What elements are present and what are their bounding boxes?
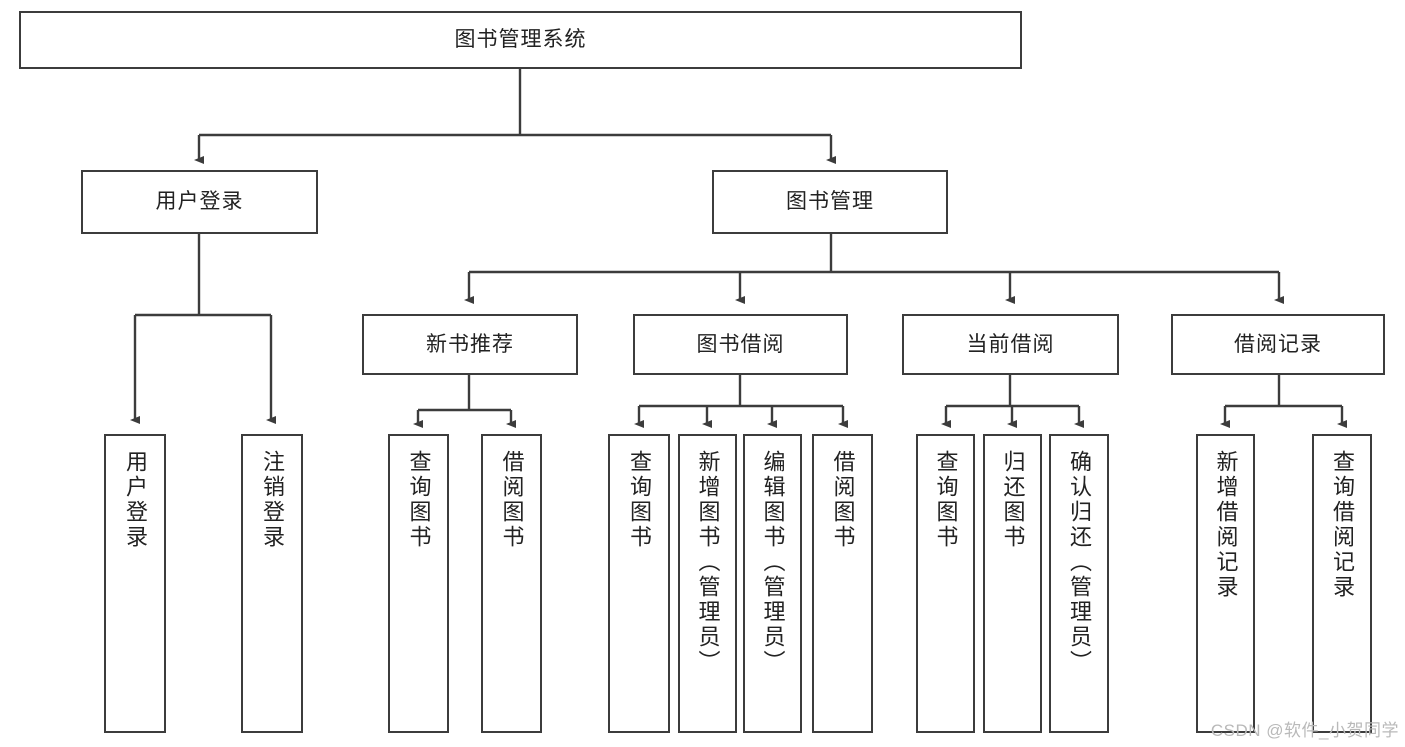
node-label: 借阅记录 [1234,332,1322,356]
node-label: 借阅图书 [830,450,856,550]
leaf-user-login-logout[interactable]: 注销登录 [241,434,303,733]
node-user-login[interactable]: 用户登录 [81,170,318,234]
leaf-borrow-borrow-book[interactable]: 借阅图书 [812,434,873,733]
leaf-record-query-record[interactable]: 查询借阅记录 [1312,434,1372,733]
node-label: 编辑图书（管理员） [760,450,786,675]
node-label: 查询图书 [933,450,959,550]
node-label: 新书推荐 [426,332,514,356]
leaf-borrow-add-book-admin[interactable]: 新增图书（管理员） [678,434,737,733]
node-label: 图书管理 [786,190,874,214]
node-book-management[interactable]: 图书管理 [712,170,948,234]
node-label: 查询图书 [627,450,652,550]
leaf-user-login-login[interactable]: 用户登录 [104,434,166,733]
leaf-current-query-book[interactable]: 查询图书 [916,434,975,733]
node-label: 注销登录 [260,450,285,550]
leaf-current-confirm-return-admin[interactable]: 确认归还（管理员） [1049,434,1109,733]
node-label: 查询图书 [406,450,432,550]
node-label: 新增借阅记录 [1213,450,1239,600]
node-label: 确认归还（管理员） [1067,450,1092,675]
node-new-book-recommend[interactable]: 新书推荐 [362,314,578,375]
node-label: 当前借阅 [966,332,1055,356]
node-label: 查询借阅记录 [1330,450,1355,600]
leaf-recommend-borrow-book[interactable]: 借阅图书 [481,434,542,733]
node-label: 用户登录 [123,450,148,550]
node-label: 借阅图书 [499,450,525,550]
node-label: 新增图书（管理员） [695,450,721,675]
node-book-borrow[interactable]: 图书借阅 [633,314,848,375]
leaf-record-add-record[interactable]: 新增借阅记录 [1196,434,1255,733]
leaf-borrow-edit-book-admin[interactable]: 编辑图书（管理员） [743,434,802,733]
leaf-current-return-book[interactable]: 归还图书 [983,434,1042,733]
leaf-recommend-query-book[interactable]: 查询图书 [388,434,449,733]
node-label: 图书管理系统 [454,28,587,52]
node-root-system[interactable]: 图书管理系统 [19,11,1022,69]
node-label: 图书借阅 [696,332,785,356]
node-current-borrow[interactable]: 当前借阅 [902,314,1119,375]
node-label: 用户登录 [155,190,244,214]
leaf-borrow-query-book[interactable]: 查询图书 [608,434,670,733]
node-label: 归还图书 [1000,450,1026,550]
node-borrow-record[interactable]: 借阅记录 [1171,314,1385,375]
